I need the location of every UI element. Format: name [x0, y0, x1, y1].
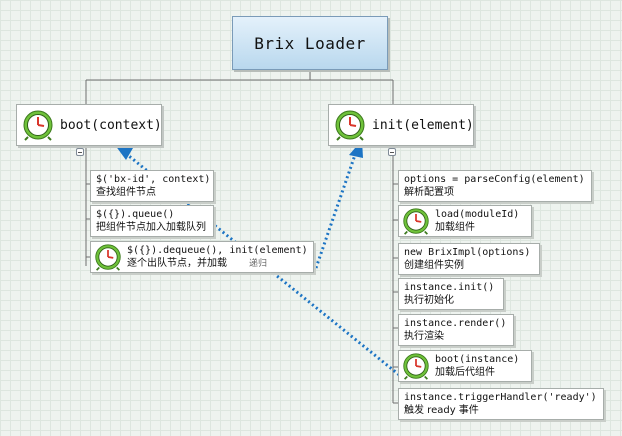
- root-node: Brix Loader: [232, 16, 388, 70]
- clock-icon: [402, 207, 430, 235]
- step-code: boot(instance): [435, 354, 520, 365]
- step-description: 触发 ready 事件: [404, 405, 479, 416]
- collapse-toggle[interactable]: [388, 148, 396, 156]
- step-code: $({}).dequeue(), init(element): [127, 245, 308, 256]
- init-title: init(element): [372, 117, 474, 133]
- init-step: instance.render() 执行渲染: [398, 314, 514, 346]
- clock-icon: [22, 109, 54, 141]
- clock-icon: [94, 243, 122, 271]
- step-description: 把组件节点加入加载队列: [96, 222, 206, 233]
- step-code: instance.render(): [404, 318, 507, 329]
- step-description: 加载后代组件: [435, 367, 495, 378]
- boot-title: boot(context): [60, 117, 162, 133]
- step-description: 解析配置项: [404, 187, 454, 198]
- init-step: boot(instance) 加载后代组件: [398, 350, 532, 382]
- boot-step: $({}).queue() 把组件节点加入加载队列: [90, 205, 214, 237]
- boot-node: boot(context): [16, 104, 162, 146]
- init-node: init(element): [328, 104, 474, 146]
- step-code: new BrixImpl(options): [404, 247, 531, 258]
- collapse-toggle[interactable]: [76, 148, 84, 156]
- step-description: 执行渲染: [404, 331, 444, 342]
- root-title: Brix Loader: [254, 33, 366, 53]
- recursion-label: 递归: [249, 259, 268, 269]
- recursion-arrows: [123, 150, 404, 380]
- init-step: options = parseConfig(element) 解析配置项: [398, 170, 592, 202]
- init-step: instance.triggerHandler('ready') 触发 read…: [398, 388, 604, 420]
- step-code: load(moduleId): [435, 209, 520, 220]
- boot-step: $({}).dequeue(), init(element) 逐个出队节点，并加…: [90, 241, 314, 273]
- step-code: instance.init(): [404, 282, 495, 293]
- step-code: $({}).queue(): [96, 209, 175, 220]
- step-code: instance.triggerHandler('ready'): [404, 392, 597, 403]
- step-code: $('bx-id', context): [96, 174, 211, 185]
- step-description: 加载组件: [435, 222, 475, 233]
- init-step: new BrixImpl(options) 创建组件实例: [398, 243, 540, 275]
- step-description: 创建组件实例: [404, 260, 464, 271]
- step-description: 查找组件节点: [96, 187, 156, 198]
- init-step: instance.init() 执行初始化: [398, 278, 504, 310]
- init-step: load(moduleId) 加载组件: [398, 205, 532, 237]
- step-description: 逐个出队节点，并加载: [127, 258, 227, 269]
- clock-icon: [334, 109, 366, 141]
- step-code: options = parseConfig(element): [404, 174, 585, 185]
- clock-icon: [402, 352, 430, 380]
- boot-step: $('bx-id', context) 查找组件节点: [90, 170, 214, 202]
- step-description: 执行初始化: [404, 295, 454, 306]
